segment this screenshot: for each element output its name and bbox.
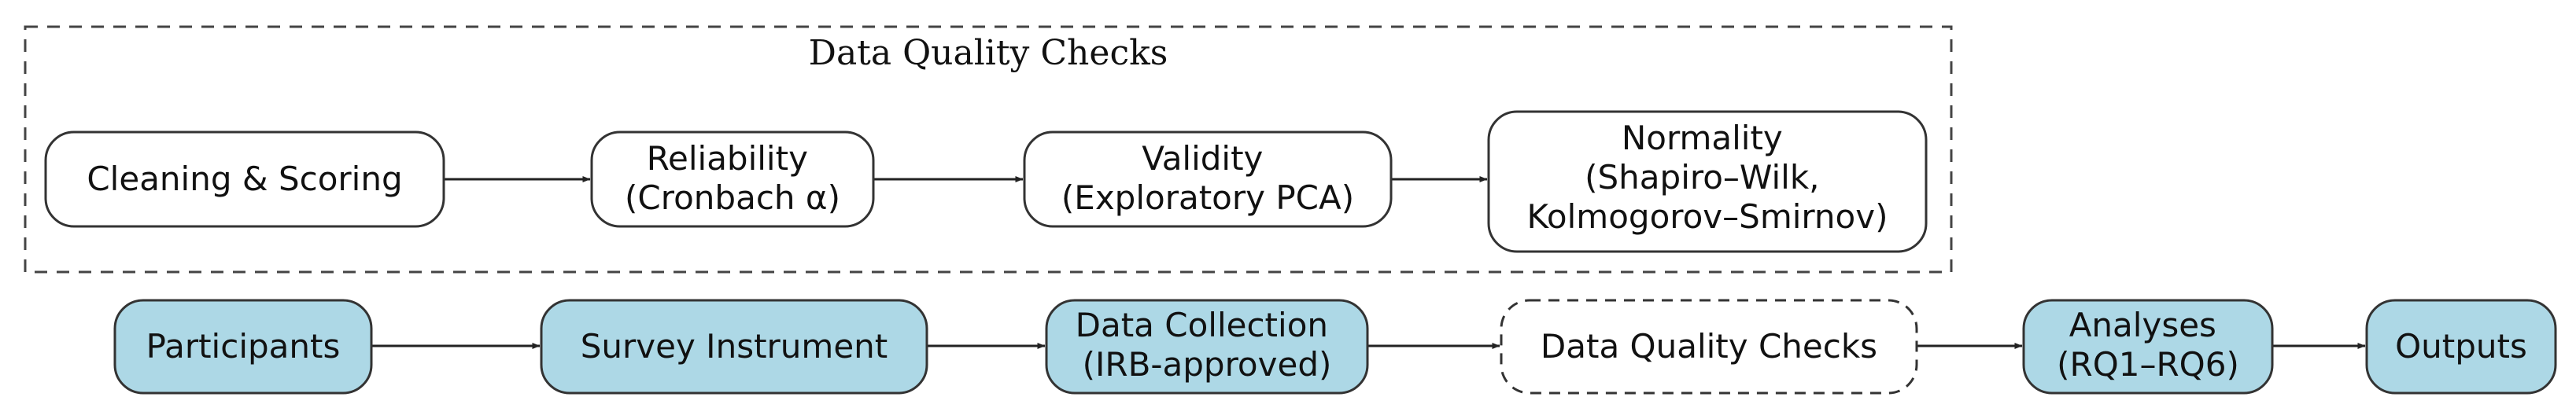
node-reliability-box [590,130,875,228]
node-participants: Participants [113,299,373,395]
node-cleaning-line-1: Cleaning & Scoring [87,160,402,198]
node-collection-label: Data Collection (IRB-approved) [1076,306,1339,384]
node-normality-line-2: (Shapiro–Wilk, [1585,158,1819,197]
node-dqc: Data Quality Checks [1500,299,1918,395]
node-validity-box [1023,130,1393,228]
node-collection-box [1045,299,1369,395]
node-survey: Survey Instrument [540,299,928,395]
node-collection-line-1: Data Collection [1076,306,1328,344]
node-collection-line-2: (IRB-approved) [1083,345,1332,384]
node-reliability-label: Reliability (Cronbach α) [625,139,840,217]
node-survey-box [540,299,928,395]
node-normality-box [1487,110,1928,253]
node-outputs-line-1: Outputs [2395,327,2527,366]
node-reliability: Reliability (Cronbach α) [590,130,875,228]
node-cleaning-label: Cleaning & Scoring [87,160,402,198]
node-survey-line-1: Survey Instrument [581,327,888,366]
node-outputs-box [2365,299,2557,395]
node-validity: Validity (Exploratory PCA) [1023,130,1393,228]
node-analyses-line-1: Analyses [2069,306,2216,344]
node-validity-line-1: Validity [1142,139,1263,178]
node-dqc-box [1500,299,1918,395]
node-validity-label: Validity (Exploratory PCA) [1061,139,1354,217]
node-analyses-label: Analyses (RQ1–RQ6) [2057,306,2239,384]
node-analyses-box [2022,299,2274,395]
node-dqc-label: Data Quality Checks [1541,327,1877,366]
node-dqc-line-1: Data Quality Checks [1541,327,1877,366]
node-normality-label: Normality (Shapiro–Wilk, Kolmogorov–Smir… [1526,119,1888,236]
node-validity-line-2: (Exploratory PCA) [1061,178,1354,217]
node-participants-box [113,299,373,395]
node-outputs-label: Outputs [2395,327,2527,366]
node-participants-line-1: Participants [146,327,341,366]
node-analyses-line-2: (RQ1–RQ6) [2057,345,2239,384]
node-outputs: Outputs [2365,299,2557,395]
node-normality-line-3: Kolmogorov–Smirnov) [1526,197,1888,236]
node-cleaning-box [44,130,445,228]
node-collection: Data Collection (IRB-approved) [1045,299,1369,395]
cluster-label: Data Quality Checks [809,33,1168,73]
data-quality-cluster: Data Quality Checks [24,25,1953,274]
node-survey-label: Survey Instrument [581,327,888,366]
cluster-border [24,25,1953,274]
node-participants-label: Participants [146,327,341,366]
node-reliability-line-1: Reliability [647,139,808,178]
node-normality: Normality (Shapiro–Wilk, Kolmogorov–Smir… [1487,110,1928,253]
node-reliability-line-2: (Cronbach α) [625,178,840,217]
node-cleaning: Cleaning & Scoring [44,130,445,228]
node-analyses: Analyses (RQ1–RQ6) [2022,299,2274,395]
node-normality-line-1: Normality [1622,119,1783,157]
